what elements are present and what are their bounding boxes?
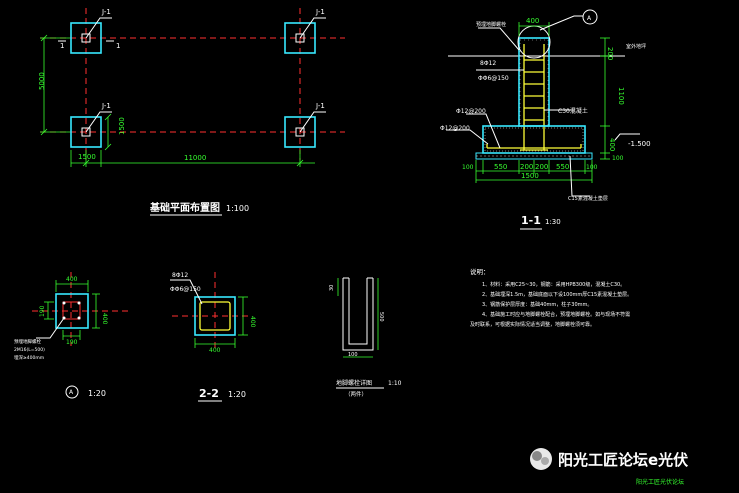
dim-1100-v: 1100 — [617, 87, 625, 105]
detail-a-note-3: 埋深≥400mm — [14, 354, 44, 361]
anchor-detail-scale: 1:10 — [388, 380, 402, 387]
anchor-dim-side: 500 — [378, 312, 384, 322]
dim-550-left: 550 — [494, 163, 507, 171]
anchor-bolt-outer — [342, 278, 374, 351]
dim-550-right: 550 — [556, 163, 569, 171]
watermark-sub: 阳光工匠光伏论坛 — [636, 478, 684, 486]
footing-section — [482, 125, 586, 154]
watermark: 阳光工匠论坛e光伏 阳光工匠光伏论坛 — [530, 448, 688, 486]
note-line-3: 3、钢筋保护层厚度：基础40mm，柱子30mm。 — [482, 301, 592, 308]
plan-title: 基础平面布置图 — [149, 201, 220, 214]
section-2-2-scale: 1:20 — [228, 390, 246, 399]
dim-200-v: 200 — [606, 47, 614, 60]
footing-tr — [284, 22, 316, 54]
section-1-1-scale: 1:30 — [545, 218, 561, 226]
footing-tl — [70, 22, 102, 54]
section-2-2: 8Φ12 ΦΦ6@150 400 400 2-2 1:20 — [170, 272, 256, 402]
detail-a-dim-top: 400 — [66, 276, 78, 283]
detail-circle — [517, 25, 551, 59]
circle-a-label: A — [587, 15, 592, 22]
section-1-1: 预埋地脚螺栓 8Φ12 ΦΦ6@150 C30混凝土 Φ12@200 Φ12@2… — [440, 9, 651, 230]
dim-400-top: 400 — [526, 17, 539, 25]
section-mark-left: 1 — [60, 42, 64, 50]
anchor-dim-top: 30 — [329, 285, 335, 291]
label-j1-bl: J-1 — [101, 102, 111, 110]
footing-br — [284, 116, 316, 148]
detail-a-note-1: 预埋地脚螺栓 — [14, 338, 41, 345]
footing-bl — [70, 116, 102, 148]
dim-1500-horizontal: 1500 — [78, 153, 96, 161]
column-tl — [81, 33, 91, 43]
label-j1-tr: J-1 — [315, 8, 325, 16]
note-line-1: 1、材料：采用C25~30，钢筋：采用HPB300级，混凝土C30。 — [482, 281, 625, 288]
notes-block: 说明： 1、材料：采用C25~30，钢筋：采用HPB300级，混凝土C30。 2… — [470, 267, 632, 328]
note-line-5: 及时联系，可根据实际情况适当调整，地脚螺栓须可靠。 — [470, 321, 595, 328]
note-line-2: 2、基础埋深1.5m，基础底面以下设100mm厚C15素混凝土垫层。 — [482, 291, 632, 298]
column-tr — [295, 33, 305, 43]
anchor-bolt-detail: 30 500 100 地脚螺栓详图 1:10 （两件） — [329, 277, 402, 398]
dim-bottom-100-right: 100 — [586, 164, 598, 171]
dim-bottom-100-left: 100 — [462, 164, 474, 171]
note-stirrup: ΦΦ6@150 — [478, 75, 509, 82]
dim-1500-vertical: 1500 — [118, 117, 126, 135]
note-bot1: Φ12@200 — [456, 108, 486, 115]
anchor-detail-title: 地脚螺栓详图 — [336, 379, 372, 387]
dim-200-b: 200 — [535, 163, 548, 171]
detail-a-dim-left: 190 — [39, 305, 46, 317]
note-anchor: 预埋地脚螺栓 — [476, 21, 506, 28]
note-c15: C15素混凝土垫层 — [568, 195, 608, 202]
note-bot2: Φ12@200 — [440, 125, 470, 132]
anchor-detail-sub: （两件） — [345, 390, 367, 398]
dim-200-a: 200 — [520, 163, 533, 171]
detail-a-column — [55, 293, 89, 329]
dim-1500-bottom: 1500 — [521, 172, 539, 180]
dim-11000: 11000 — [184, 154, 206, 162]
note-ground: 室外地坪 — [626, 43, 646, 50]
label-j1-br: J-1 — [315, 102, 325, 110]
detail-a: 400 400 190 190 预埋地脚螺栓 2M16(L=500) 埋深≥40… — [14, 272, 130, 399]
notes-heading: 说明： — [470, 267, 490, 276]
column-bl — [81, 127, 91, 137]
section-mark-right: 1 — [116, 42, 120, 50]
dim-400-v: 400 — [608, 138, 616, 151]
section-2-2-column — [194, 296, 236, 336]
foundation-plan: J-1 J-1 J-1 J-1 1 1 5000 1500 1500 11000… — [38, 8, 345, 216]
section-2-2-title: 2-2 — [199, 387, 219, 400]
detail-a-symbol — [65, 385, 79, 399]
section-2-2-dim-bottom: 400 — [209, 347, 221, 354]
detail-a-dim-bottom: 190 — [66, 339, 78, 346]
note-rebar-main: 8Φ12 — [480, 60, 496, 67]
label-j1-tl: J-1 — [101, 8, 111, 16]
plan-scale: 1:100 — [226, 204, 249, 213]
dim-100-v: 100 — [612, 155, 624, 162]
watermark-text: 阳光工匠论坛e光伏 — [558, 451, 688, 469]
detail-mark-a — [582, 9, 598, 25]
detail-a-note-2: 2M16(L=500) — [14, 347, 45, 353]
elevation-label: -1.500 — [628, 140, 651, 148]
note-line-4: 4、基础施工时应与地脚螺栓配合，预埋地脚螺栓。如与现场不符需 — [482, 311, 630, 318]
detail-a-scale: 1:20 — [88, 389, 106, 398]
section-2-2-dim-right: 400 — [249, 316, 256, 328]
anchor-bolt-inner — [348, 278, 368, 345]
detail-a-label: A — [69, 389, 74, 396]
section-2-2-rebar: 8Φ12 — [172, 272, 188, 279]
dim-5000: 5000 — [38, 72, 46, 90]
anchor-dim-bottom: 100 — [348, 352, 358, 358]
section-1-1-title: 1-1 — [521, 214, 541, 227]
detail-a-dim-right: 400 — [101, 313, 108, 325]
column-br — [295, 127, 305, 137]
section-2-2-stirrup: ΦΦ6@150 — [170, 286, 201, 293]
note-c30: C30混凝土 — [558, 107, 588, 115]
